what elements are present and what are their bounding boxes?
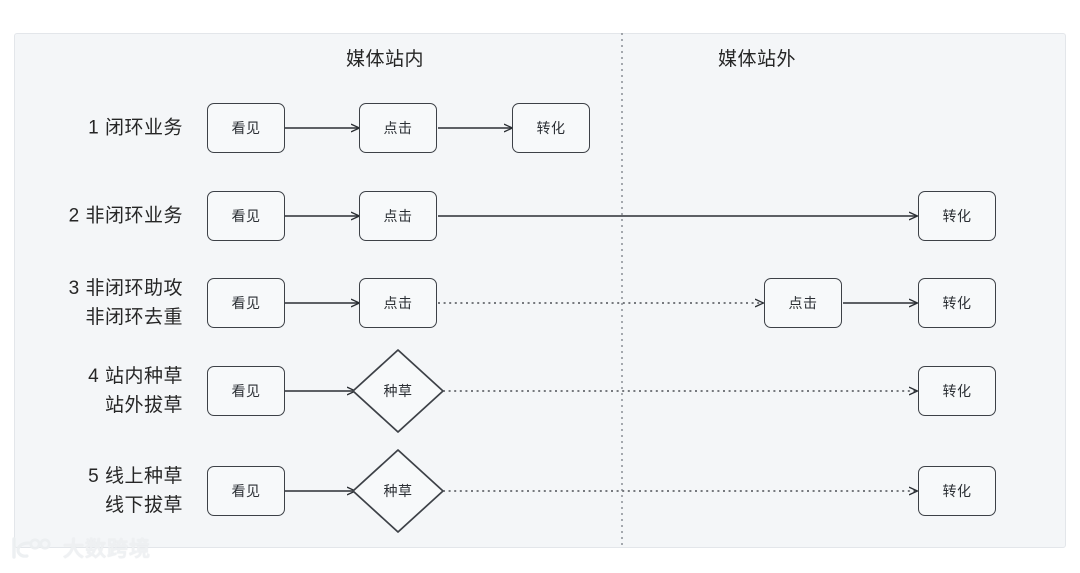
row-label-line: 线下拔草 [104, 495, 183, 516]
node-label: 转化 [942, 295, 972, 311]
node-click-row1[interactable]: 点击 [359, 103, 437, 153]
node-label: 看见 [231, 295, 261, 311]
node-label: 看见 [231, 120, 261, 136]
node-see-row1[interactable]: 看见 [207, 103, 285, 153]
node-label: 看见 [231, 383, 261, 399]
node-see-row2[interactable]: 看见 [207, 191, 285, 241]
node-label: 点击 [383, 120, 413, 136]
node-label: 转化 [942, 208, 972, 224]
node-see-row3[interactable]: 看见 [207, 278, 285, 328]
dashukuajing-logo-icon [12, 537, 51, 559]
node-label-seed-row5: 种草 [383, 483, 413, 499]
node-label: 点击 [383, 208, 413, 224]
row-label-line: 4 站内种草 [88, 366, 183, 387]
node-see-row4[interactable]: 看见 [207, 366, 285, 416]
row-label-5: 5 线上种草线下拔草 [0, 462, 183, 520]
node-label: 点击 [788, 295, 818, 311]
node-label: 点击 [383, 295, 413, 311]
row-label-4: 4 站内种草站外拔草 [0, 362, 183, 420]
watermark: 大数跨境 [10, 533, 151, 563]
watermark-text: 大数跨境 [63, 538, 151, 561]
row-label-1: 1 闭环业务 [0, 114, 183, 143]
row-label-line: 非闭环去重 [85, 307, 183, 328]
column-header-media-off-site: 媒体站外 [717, 49, 797, 70]
row-label-line: 站外拔草 [104, 395, 183, 416]
row-label-line: 2 非闭环业务 [68, 205, 183, 227]
node-label: 转化 [536, 120, 566, 136]
node-convert-row4[interactable]: 转化 [918, 366, 996, 416]
row-label-line: 3 非闭环助攻 [68, 278, 183, 299]
node-click-row2[interactable]: 点击 [359, 191, 437, 241]
column-header-media-on-site: 媒体站内 [345, 49, 425, 70]
node-see-row5[interactable]: 看见 [207, 466, 285, 516]
node-label: 看见 [231, 483, 261, 499]
node-click-off-row3[interactable]: 点击 [764, 278, 842, 328]
node-convert-row3[interactable]: 转化 [918, 278, 996, 328]
row-label-2: 2 非闭环业务 [0, 202, 183, 231]
node-label: 看见 [231, 208, 261, 224]
row-label-3: 3 非闭环助攻非闭环去重 [0, 274, 183, 332]
node-click-row3[interactable]: 点击 [359, 278, 437, 328]
node-convert-row1[interactable]: 转化 [512, 103, 590, 153]
node-convert-row5[interactable]: 转化 [918, 466, 996, 516]
node-label-seed-row4: 种草 [383, 383, 413, 399]
node-convert-row2[interactable]: 转化 [918, 191, 996, 241]
row-label-line: 1 闭环业务 [88, 117, 183, 139]
row-label-line: 5 线上种草 [88, 466, 183, 487]
node-label: 转化 [942, 383, 972, 399]
node-label: 转化 [942, 483, 972, 499]
